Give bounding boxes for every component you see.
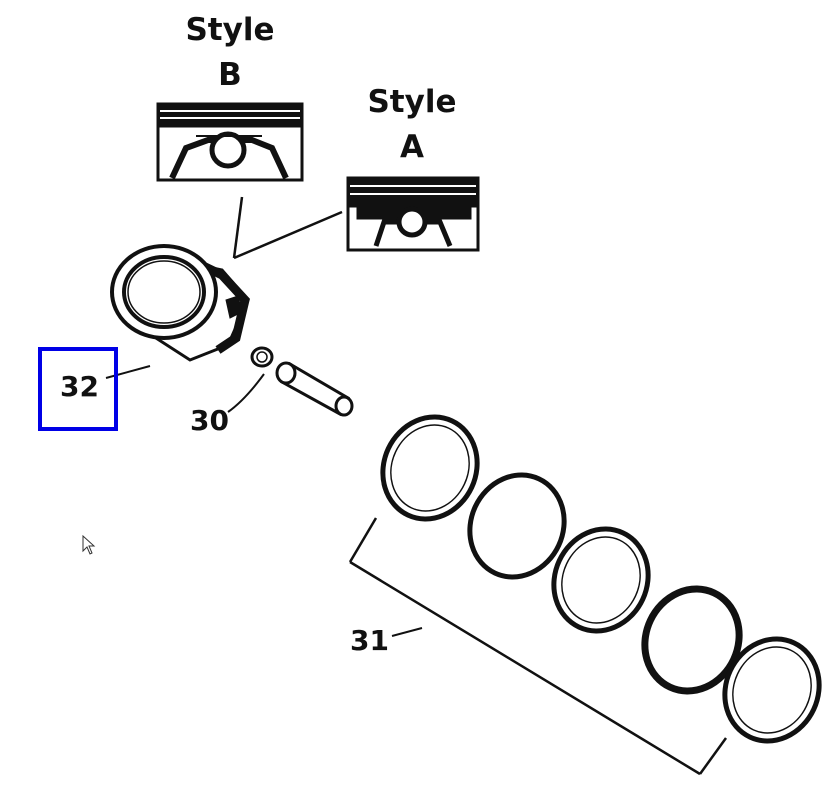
piston-32-illustration [110,244,250,362]
style-b-label-line1: Style [185,12,275,48]
rings-31-illustration [380,414,822,744]
callout-30: 30 [190,404,229,437]
style-a-label-line2: A [400,128,424,165]
style-a-label: Style A [362,80,462,170]
callout-32: 32 [60,370,99,403]
style-a-label-line1: Style [367,84,457,120]
style-b-label: Style B [180,8,280,98]
pin-30-illustration [250,346,354,417]
callout-31: 31 [350,624,389,657]
rings-bracket [348,517,728,776]
style-a-piston-illustration [346,176,480,252]
mouse-pointer-icon [82,535,96,555]
style-leader-lines [232,196,343,260]
style-b-piston-illustration [156,102,304,182]
piston-callout-highlight-box [38,347,118,431]
callout-leaders [105,365,423,637]
style-b-label-line2: B [218,56,242,93]
